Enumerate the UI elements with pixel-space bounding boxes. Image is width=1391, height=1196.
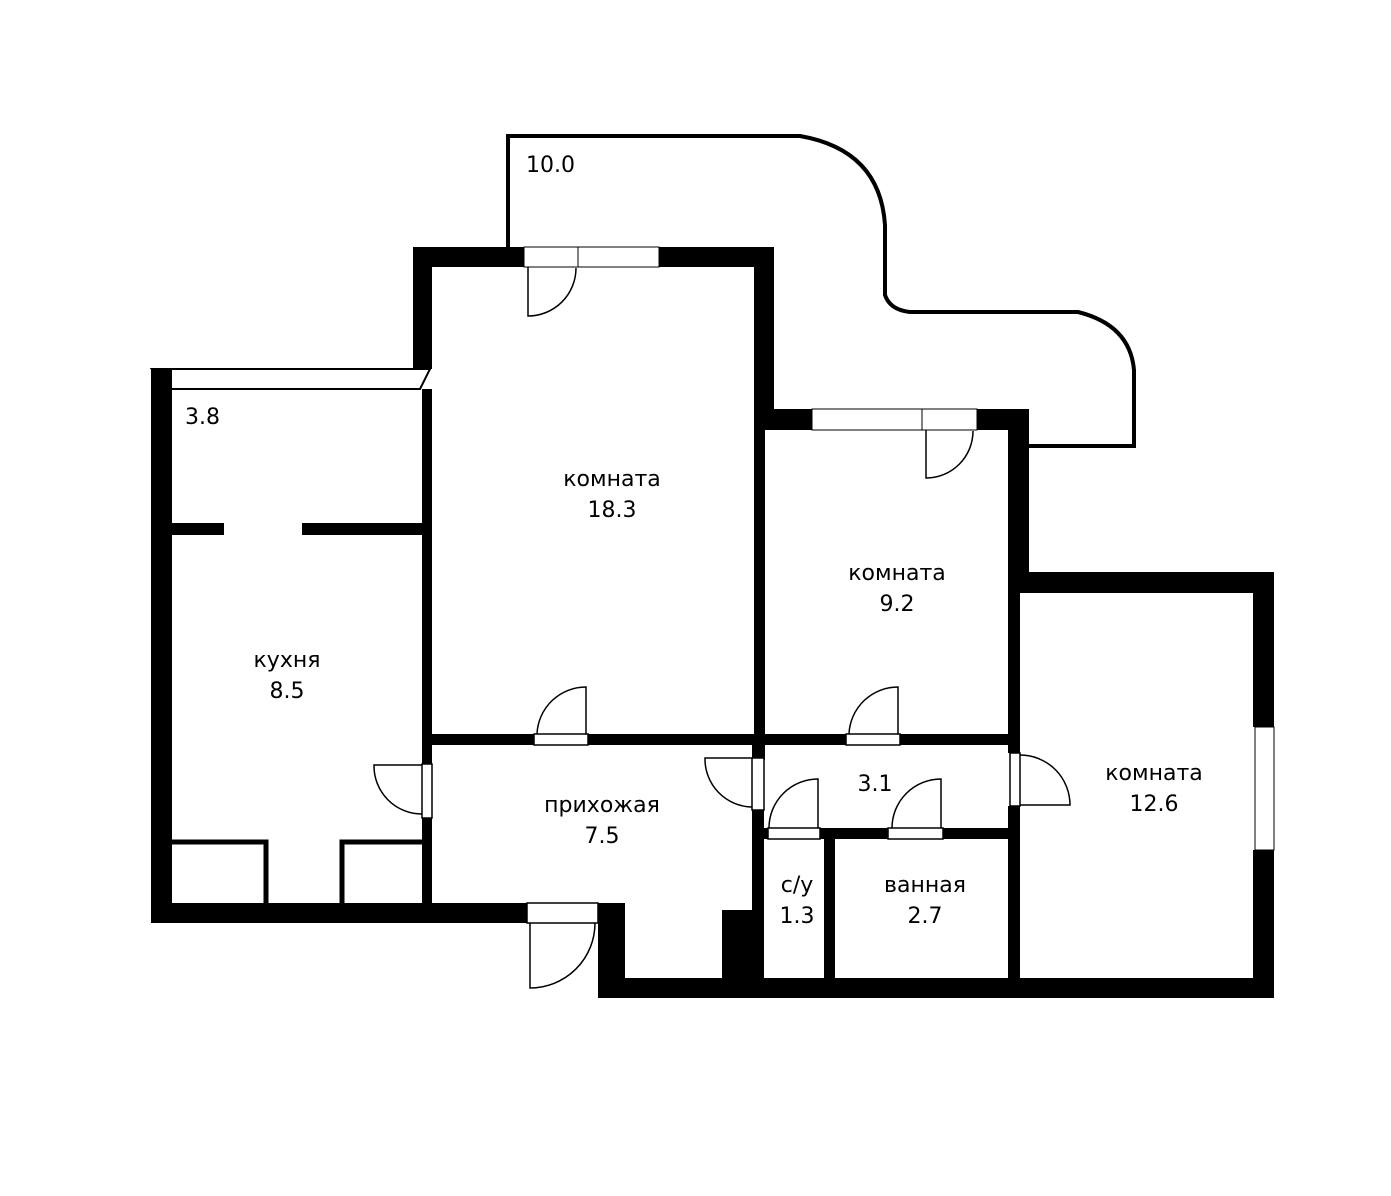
door-entrance [529,922,596,989]
door-toilet [768,778,819,829]
door-middle-balcony [925,430,974,479]
room-label-middle: комната 9.2 [848,558,946,620]
door-living-balcony [527,267,577,317]
room-area: 2.7 [907,904,943,929]
door-living [536,686,587,735]
room-label-right: комната 12.6 [1105,758,1203,820]
room-area: 7.5 [584,824,620,849]
door-right-room [1019,754,1071,806]
room-label-living: комната 18.3 [563,464,661,526]
door-kitchen [373,764,423,815]
room-label-hallway: прихожая 7.5 [544,790,660,852]
room-label-kitchen: кухня 8.5 [254,645,321,707]
balcony-large-area: 10.0 [526,153,575,178]
room-area: 18.3 [587,498,637,523]
windows [523,246,1275,851]
balcony-large-outline [506,134,1136,448]
door-middle-room [848,686,899,735]
door-corridor [704,757,753,808]
room-name: ванная [884,873,966,898]
room-name: кухня [253,648,321,673]
door-bathroom [891,778,942,829]
balcony-small-rail [149,368,432,390]
kitchen-counters [172,839,422,903]
room-area: 1.3 [779,904,815,929]
room-name: комната [848,561,946,586]
room-name: комната [563,467,661,492]
room-area: 8.5 [269,679,305,704]
room-label-bathroom: ванная 2.7 [884,870,966,932]
walls [151,247,1274,998]
room-name: комната [1105,761,1203,786]
doors [373,267,1071,989]
room-name: с/у [780,873,814,898]
room-area: 12.6 [1129,792,1179,817]
room-area: 9.2 [879,592,915,617]
room-label-toilet: с/у 1.3 [780,870,815,932]
window-right-room [1254,726,1275,851]
room-label-corridor: 3.1 [857,772,893,797]
balcony-small-area: 3.8 [185,405,220,430]
window-middle-room [811,408,978,431]
room-name: прихожая [544,793,660,818]
window-living [523,246,660,268]
